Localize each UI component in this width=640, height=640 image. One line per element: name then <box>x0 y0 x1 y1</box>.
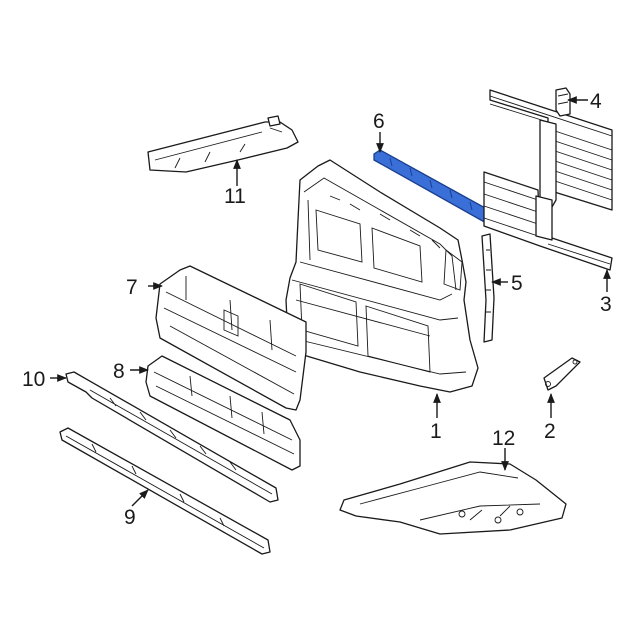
callout-1: 1 <box>430 420 442 443</box>
callout-11: 11 <box>224 185 246 208</box>
callout-8: 8 <box>113 360 125 383</box>
lower-deflector-part-8[interactable] <box>145 355 301 471</box>
callout-5: 5 <box>511 272 523 295</box>
shutter-assembly-part-3[interactable] <box>483 89 613 271</box>
leader-line-9 <box>131 489 149 507</box>
lower-bar-part-9[interactable] <box>59 427 271 555</box>
callout-6: 6 <box>373 110 385 133</box>
bracket-part-2[interactable] <box>543 357 581 391</box>
actuator-part-4[interactable] <box>555 87 571 117</box>
side-seal-part-5[interactable] <box>481 233 495 343</box>
splash-shield-part-12[interactable] <box>339 461 567 535</box>
deflector-strip-part-10[interactable] <box>65 371 279 503</box>
leader-lines <box>50 96 611 507</box>
radiator-support-part-1[interactable] <box>285 159 479 393</box>
callout-7: 7 <box>126 276 138 299</box>
callout-12: 12 <box>492 427 515 450</box>
air-deflector-part-7[interactable] <box>155 265 307 411</box>
callout-4: 4 <box>590 90 602 113</box>
callout-2: 2 <box>544 420 556 443</box>
callout-labels: 11 6 4 5 3 7 8 10 9 1 2 12 <box>22 90 612 529</box>
callout-9: 9 <box>124 506 136 529</box>
upper-tie-bar-part-11[interactable] <box>147 115 299 173</box>
callout-3: 3 <box>600 293 612 316</box>
callout-10: 10 <box>22 368 45 391</box>
